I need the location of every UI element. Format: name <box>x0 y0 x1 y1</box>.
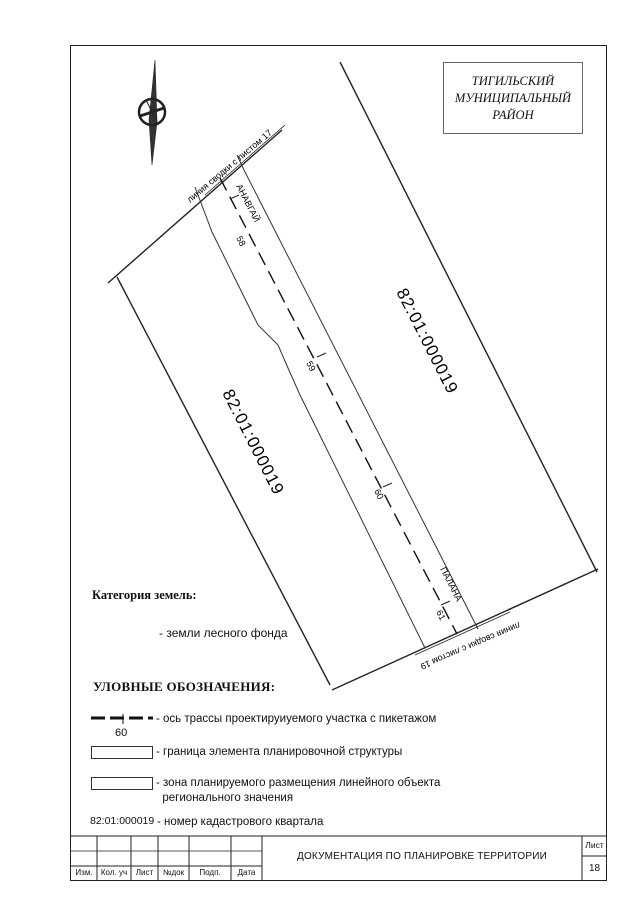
sheet-label: Лист <box>585 840 604 850</box>
place-label-palana: ПАЛАНА <box>438 565 464 603</box>
legend-cadastral-text: - номер кадастрового квартала <box>157 816 324 828</box>
document-title: ДОКУМЕНТАЦИЯ ПО ПЛАНИРОВКЕ ТЕРРИТОРИИ <box>296 851 548 862</box>
sheet-number: 18 <box>588 863 601 874</box>
picket-label-59: 59 <box>304 359 317 372</box>
picket-label-58: 58 <box>234 234 247 247</box>
title-block-header-kol: Кол. уч <box>100 868 128 877</box>
cadastral-label-right: 82:01:000019 <box>392 285 462 397</box>
route-axis <box>219 177 458 635</box>
legend-zone-text: - зона планируемого размещения линейного… <box>156 777 441 804</box>
land-category-item: - земли лесного фонда <box>159 626 288 640</box>
sheet-join-line-bottom <box>414 611 511 656</box>
title-block-header-data: Дата <box>237 868 256 877</box>
legend-axis-symbol <box>91 714 153 724</box>
drawing-frame <box>70 45 607 881</box>
picket-label-60: 60 <box>372 487 385 500</box>
legend-title: УЛОВНЫЕ ОБОЗНАЧЕНИЯ: <box>93 679 276 694</box>
picket-label-61: 61 <box>434 608 447 621</box>
sheet-join-line-top <box>204 124 286 196</box>
title-block-header-list: Лист <box>135 868 154 877</box>
cadastral-label-left: 82:01:000019 <box>218 386 288 498</box>
title-block-header-podp: Подп. <box>199 868 221 877</box>
title-block-header-izm: Изм. <box>75 868 93 877</box>
legend-cadastral-code: 82:01:000019 <box>90 815 155 827</box>
legend-axis-text: - ось трассы проектируиуемого участка с … <box>156 713 437 725</box>
legend-boundary-text: - граница элемента планировочной структу… <box>156 746 403 758</box>
corridor-zone <box>194 154 479 649</box>
territory-boundary <box>107 61 599 691</box>
sheet-join-label-top: линия сводки с листом 17 <box>185 128 274 205</box>
legend-boundary-swatch <box>91 746 153 759</box>
title-block-grid <box>70 835 607 881</box>
district-stamp: ТИГИЛЬСКИЙ МУНИЦИПАЛЬНЫЙ РАЙОН <box>443 62 583 134</box>
land-category-title: Категория земель: <box>92 588 197 602</box>
title-block-header-ndok: №док <box>162 868 185 877</box>
legend-zone-swatch <box>91 777 153 790</box>
place-label-anavgai: АНАВГАЙ <box>234 182 263 224</box>
district-name: ТИГИЛЬСКИЙ МУНИЦИПАЛЬНЫЙ РАЙОН <box>454 73 572 122</box>
legend-axis-picket: 60 <box>115 727 128 739</box>
north-arrow-icon <box>137 59 167 166</box>
picket-ticks <box>229 194 451 606</box>
